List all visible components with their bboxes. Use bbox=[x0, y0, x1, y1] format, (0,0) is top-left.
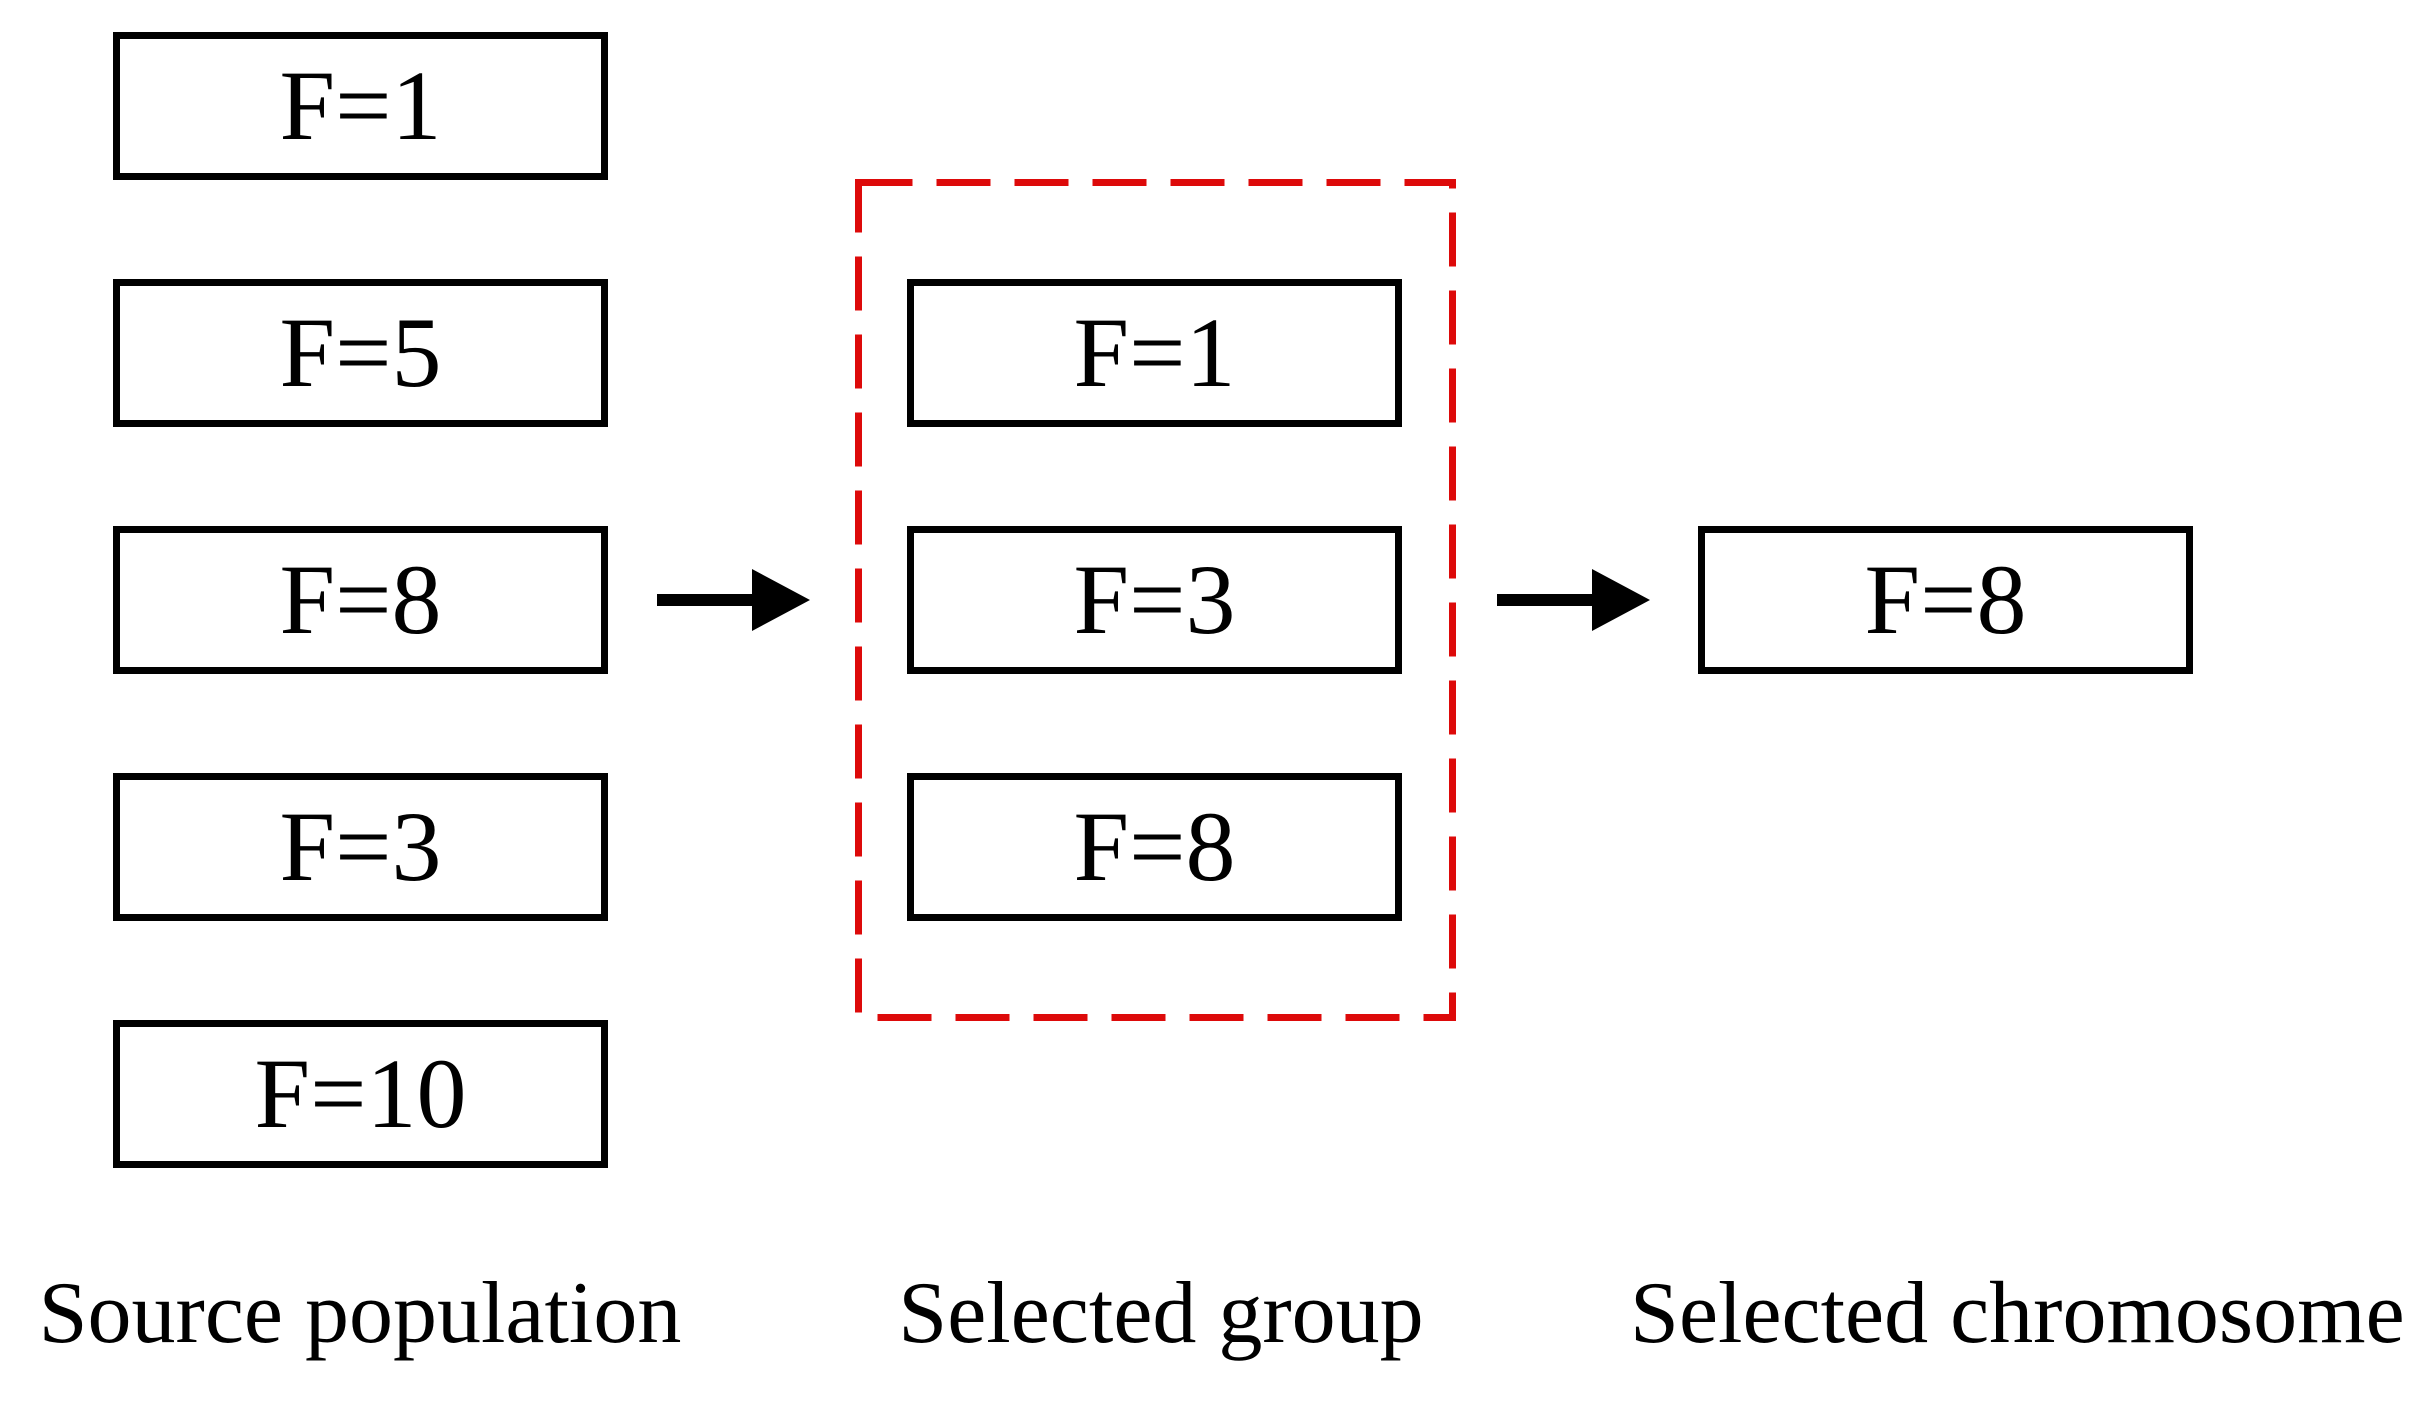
fitness-value-label: F=8 bbox=[1864, 544, 2027, 655]
caption-selected-group: Selected group bbox=[898, 1265, 1424, 1362]
selected-group-box-1: F=1 bbox=[907, 279, 1402, 427]
dashed-rect bbox=[855, 179, 1456, 1021]
fitness-value-label: F=3 bbox=[1073, 544, 1236, 655]
arrow-shape bbox=[1497, 569, 1650, 631]
fitness-value-label: F=1 bbox=[1073, 297, 1236, 408]
selected-group-box-3: F=8 bbox=[907, 773, 1402, 921]
arrow-shape bbox=[657, 569, 810, 631]
source-box-3: F=8 bbox=[113, 526, 608, 674]
source-box-2: F=5 bbox=[113, 279, 608, 427]
arrow-right-icon bbox=[657, 569, 810, 631]
source-box-1: F=1 bbox=[113, 32, 608, 180]
selection-region-outline bbox=[855, 179, 1456, 1021]
fitness-value-label: F=1 bbox=[279, 50, 442, 161]
source-box-4: F=3 bbox=[113, 773, 608, 921]
selected-group-box-2: F=3 bbox=[907, 526, 1402, 674]
fitness-value-label: F=8 bbox=[279, 544, 442, 655]
source-box-5: F=10 bbox=[113, 1020, 608, 1168]
arrow-right-icon bbox=[1497, 569, 1650, 631]
fitness-value-label: F=8 bbox=[1073, 791, 1236, 902]
caption-source-population: Source population bbox=[38, 1265, 682, 1362]
caption-selected-chromosome: Selected chromosome bbox=[1630, 1265, 2405, 1362]
selected-chromosome-box: F=8 bbox=[1698, 526, 2193, 674]
fitness-value-label: F=3 bbox=[279, 791, 442, 902]
fitness-value-label: F=5 bbox=[279, 297, 442, 408]
fitness-value-label: F=10 bbox=[254, 1038, 467, 1149]
